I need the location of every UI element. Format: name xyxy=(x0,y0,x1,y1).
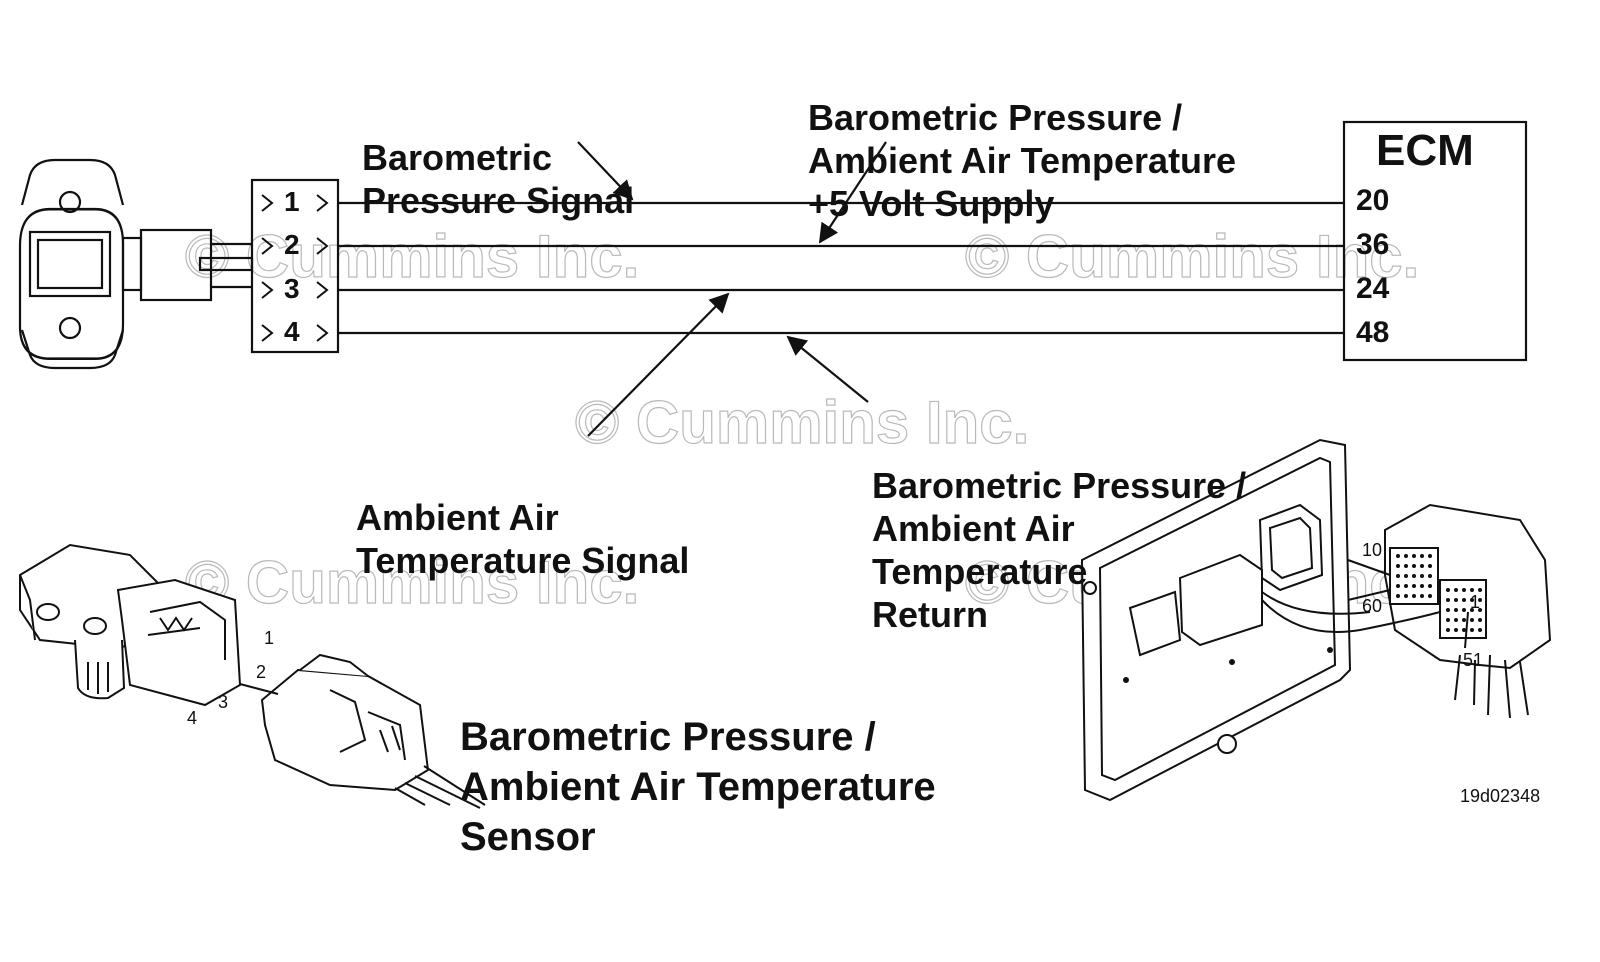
ecm-connector-pin: 60 xyxy=(1362,596,1383,616)
connector-pin: 2 xyxy=(284,229,300,260)
connector-pin: 4 xyxy=(284,316,300,347)
sensor-mount-hole xyxy=(58,316,82,340)
schematic-drawing xyxy=(18,120,1552,809)
sensor-illustration xyxy=(19,543,430,792)
watermark: © Cummins Inc. xyxy=(184,548,640,616)
sensor-connector-pin: 3 xyxy=(218,692,229,712)
watermark: © Cummins Inc. xyxy=(184,222,640,290)
ecm-connector-pin: 10 xyxy=(1362,540,1383,560)
connector-pin: 3 xyxy=(284,273,300,304)
ecm-pin: 20 xyxy=(1356,184,1390,217)
sensor-title: Barometric Pressure /Ambient Air Tempera… xyxy=(460,715,936,859)
sensor-connector-pin: 4 xyxy=(187,708,198,728)
ecm-pin: 48 xyxy=(1356,316,1390,349)
connector-pin: 1 xyxy=(284,186,300,217)
wiring-diagram: © Cummins Inc. © Cummins Inc. © Cummins … xyxy=(18,97,1552,859)
ecm-box xyxy=(1342,120,1528,362)
ecm-pin: 24 xyxy=(1356,272,1390,305)
sensor-mount-hole xyxy=(58,190,82,214)
sensor-body xyxy=(18,207,125,360)
ecm-title: ECM xyxy=(1376,126,1474,175)
sensor-connector-pin: 1 xyxy=(264,628,275,648)
ecm-pin: 36 xyxy=(1356,228,1390,261)
watermark: © Cummins Inc. xyxy=(574,388,1030,456)
sensor-connector-pin: 2 xyxy=(256,662,267,682)
connector-block xyxy=(250,178,340,354)
ecm-connector-pin: 1 xyxy=(1470,592,1481,612)
ecm-connector-pin: 51 xyxy=(1463,650,1484,670)
pin-grid xyxy=(1396,554,1482,632)
label-supply: Barometric Pressure /Ambient Air Tempera… xyxy=(808,97,1237,224)
figure-id: 19d02348 xyxy=(1460,786,1541,806)
